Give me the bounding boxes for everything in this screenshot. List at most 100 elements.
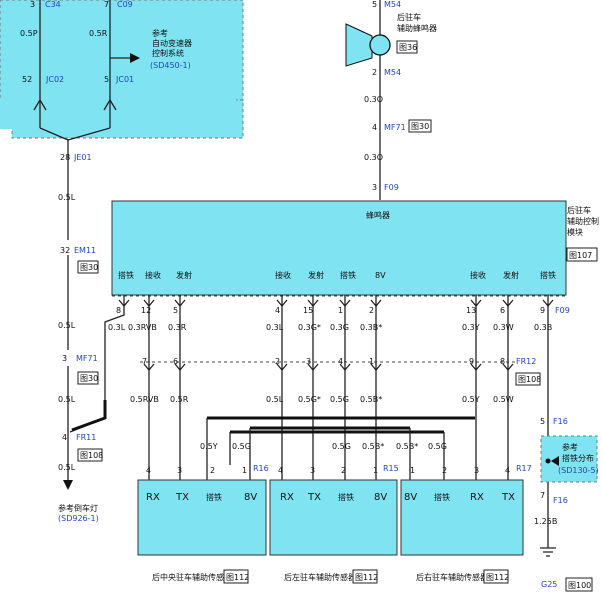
conn-c34: C34: [45, 0, 61, 9]
ref-r15: 图112: [355, 573, 378, 582]
port-rx-b: 接收: [275, 270, 291, 280]
pin-f16-bot: 7: [540, 491, 545, 500]
port-tx-a: 发射: [176, 270, 192, 280]
wires-center-rx-tx: [148, 295, 181, 465]
ground-icon: [540, 547, 556, 557]
box-fill-patch: [0, 99, 236, 129]
s2-pin-wires: [281, 465, 377, 480]
pin-f16-top: 5: [540, 417, 545, 426]
ref-box-fr11: [77, 448, 103, 462]
wires-right-rx-tx: [475, 295, 509, 465]
port-gnd-a: 搭铁: [118, 270, 134, 280]
ref-box-r17: [483, 569, 509, 584]
s1-port-rx: RX: [146, 492, 160, 503]
pin-m54-bot: 2: [372, 68, 377, 77]
ref-mf71: 图30: [411, 122, 429, 131]
pin-em11: 32: [60, 246, 70, 255]
s1-pin-wires: [148, 465, 251, 480]
pin-13: 13: [466, 306, 476, 315]
fr-pin-1: 1: [369, 357, 374, 366]
s2-pin-4: 4: [278, 466, 283, 475]
wires-left-sensor: [281, 295, 377, 465]
s1-pin-1: 1: [242, 466, 247, 475]
port-tx-b: 发射: [308, 270, 324, 280]
wire-03b: 0.3B: [534, 323, 552, 332]
pin-c34: 3: [30, 0, 35, 9]
module-port-labels: 搭铁 接收 发射 接收 发射 搭铁 8V 接收 发射 搭铁: [118, 270, 556, 280]
wire-05b-star: 0.5B*: [360, 395, 382, 404]
fr12-pin-numbers: 7 6 2 3 4 1 9 8: [142, 357, 505, 366]
ref-arrow-icon: [130, 53, 140, 63]
ref-box-g25: [565, 577, 593, 592]
pin-6: 6: [500, 306, 505, 315]
port-tx-c: 发射: [503, 270, 519, 280]
pin-m54-top: 5: [372, 0, 377, 9]
ref-box-fr12: [515, 372, 541, 386]
s2-port-gnd: 搭铁: [338, 492, 354, 502]
pin-markers-top: [118, 299, 554, 308]
s1-port-8v: 8V: [244, 492, 257, 503]
conn-r17: R17: [516, 464, 532, 473]
splice-marks: [33, 99, 117, 111]
pin-c09: 7: [104, 0, 109, 9]
module-name-3: 模块: [567, 227, 583, 237]
conn-c09: C09: [117, 0, 133, 9]
pin-mf71l: 3: [62, 354, 67, 363]
s2-port-rx: RX: [280, 492, 294, 503]
wire-03rvb: 0.3RVB: [128, 323, 157, 332]
module-wire-labels-bottom: 0.5RVB 0.5R 0.5L 0.5G* 0.5G 0.5B* 0.5Y 0…: [130, 395, 514, 404]
transmission-connector-box: [0, 0, 244, 101]
wire-05r: 0.5R: [89, 29, 108, 38]
wire-03r: 0.3R: [168, 323, 187, 332]
center-sensor-bus-drops: [206, 418, 251, 465]
module-name-1: 后驻车: [567, 205, 591, 215]
junction-wires: [39, 127, 111, 160]
conn-r16: R16: [253, 464, 269, 473]
s1-port-gnd: 搭铁: [206, 492, 222, 502]
s2-pin-2: 2: [341, 466, 346, 475]
conn-f16-bot: F16: [553, 496, 568, 505]
conn-fr11: FR11: [76, 433, 96, 442]
module-pin-numbers: 8 12 5 4 15 1 2 13 6 9 F09: [116, 306, 570, 315]
s2-port-tx: TX: [307, 492, 321, 503]
pin-2: 2: [369, 306, 374, 315]
fr-pin-2: 2: [275, 357, 280, 366]
wire-03o-b: 0.3O: [364, 153, 383, 162]
ref-reverse-1: 参考倒车灯: [58, 503, 98, 513]
wire-03l-b: 0.3L: [266, 323, 284, 332]
sensor-left: [269, 479, 398, 556]
pin-1: 1: [338, 306, 343, 315]
wire-gnd-thick: [71, 400, 107, 432]
conn-g25: G25: [541, 580, 557, 589]
module-title: 蜂鸣器: [366, 210, 390, 220]
s3-port-tx: TX: [501, 492, 515, 503]
ref-ground-1: 参考: [562, 442, 578, 452]
ref-ground-2: 搭铁分布: [562, 453, 594, 463]
ground-arrow-icon: [551, 456, 559, 466]
buzzer-name-1: 后驻车: [397, 12, 421, 22]
wire-05r: 0.5R: [170, 395, 189, 404]
wire-05l-b: 0.5L: [58, 321, 76, 330]
reverse-arrow-icon: [63, 480, 73, 490]
port-gnd-c: 搭铁: [540, 270, 556, 280]
buzzer-icon: [369, 34, 391, 56]
fr-pin-3: 3: [306, 357, 311, 366]
ref-buzzer: 图36: [399, 43, 417, 52]
pin-mf71: 4: [372, 123, 377, 132]
ref-reverse-2: (SD926-1): [58, 514, 99, 523]
s2-wire-b: 0.5B*: [362, 442, 384, 451]
conn-je01: JE01: [73, 153, 92, 162]
wire-03b-star: 0.3B*: [360, 323, 382, 332]
sensor-right-name: 后右驻车辅助传感器: [416, 572, 488, 582]
sensor-right: [400, 479, 524, 556]
ref-box-r16: [223, 569, 249, 584]
ref-ground-3: (SD130-5): [558, 466, 599, 475]
fr-pin-7: 7: [142, 357, 147, 366]
pin-9: 9: [540, 306, 545, 315]
s1-wire-y: 0.5Y: [200, 442, 218, 451]
conn-fr12: FR12: [516, 357, 536, 366]
wire-03g: 0.3G: [330, 323, 349, 332]
wire-03g-star: 0.3G*: [298, 323, 321, 332]
port-rx-a: 接收: [145, 270, 161, 280]
